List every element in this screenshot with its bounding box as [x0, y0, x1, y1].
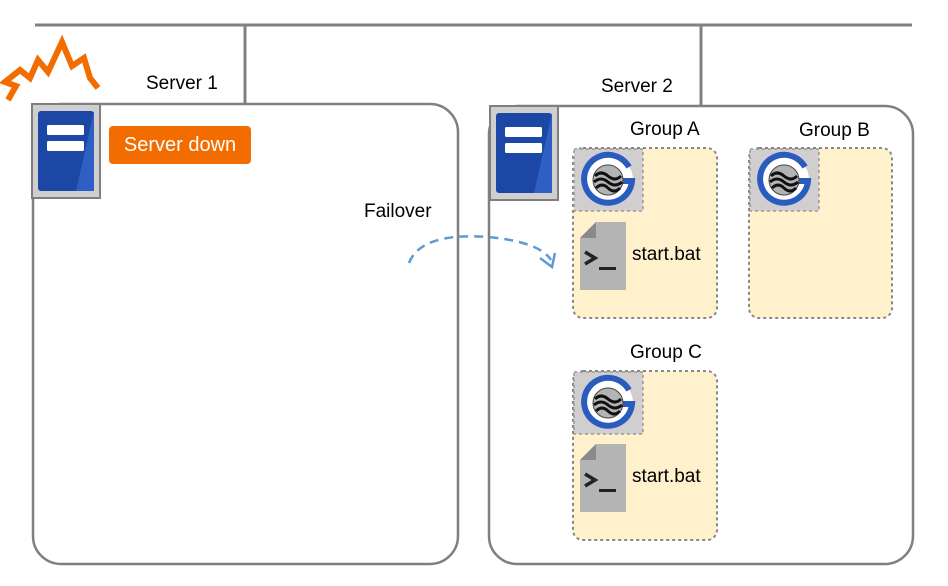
group-b-label: Group B	[799, 120, 870, 141]
failover-arrow	[407, 235, 557, 270]
failover-label: Failover	[364, 201, 432, 222]
server2-icon	[489, 105, 559, 201]
group-a-label: Group A	[630, 119, 700, 140]
server1-icon	[31, 103, 101, 199]
server1-box	[31, 102, 460, 566]
group-b-resource-icon	[750, 149, 819, 211]
server1-label: Server 1	[146, 73, 218, 94]
server-down-badge: Server down	[109, 126, 251, 164]
group-c-script-icon	[578, 442, 628, 514]
network-line	[35, 23, 912, 107]
group-c-script-label: start.bat	[632, 466, 701, 487]
alert-burst-icon	[0, 34, 101, 102]
group-a-script-icon	[578, 220, 628, 292]
group-a-resource-icon	[574, 149, 643, 211]
group-a-script-label: start.bat	[632, 244, 701, 265]
server2-label: Server 2	[601, 76, 673, 97]
group-c-label: Group C	[630, 342, 702, 363]
group-c-resource-icon	[574, 372, 643, 434]
